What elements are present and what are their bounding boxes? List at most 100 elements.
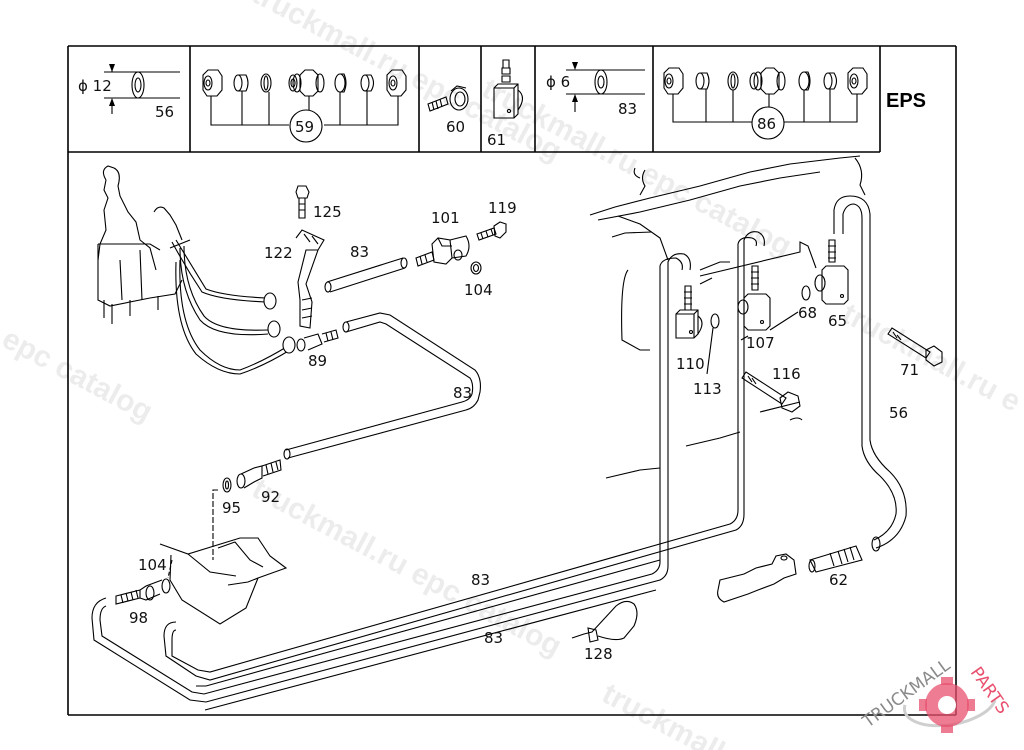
tube-end-icon bbox=[594, 69, 608, 95]
header-cell-fitting-set-59[interactable]: 59 bbox=[202, 69, 407, 143]
steering-valve-unit[interactable] bbox=[97, 165, 191, 324]
watermark-text: epc catalog bbox=[0, 322, 158, 429]
diameter-label: ϕ 12 bbox=[78, 77, 112, 95]
arrow-down-icon bbox=[109, 64, 115, 72]
part-number: 56 bbox=[155, 103, 174, 121]
header-cell-part-60[interactable]: 60 bbox=[427, 85, 469, 136]
ferrule-icon bbox=[233, 74, 249, 92]
arrow-up-icon bbox=[572, 94, 578, 102]
part-number: 59 bbox=[295, 118, 314, 136]
washer-113[interactable] bbox=[710, 313, 720, 329]
group-code: EPS bbox=[886, 90, 926, 112]
ring-icon bbox=[798, 71, 811, 91]
header-cell-part-61[interactable]: 61 bbox=[487, 59, 524, 149]
ring-icon bbox=[334, 73, 347, 93]
ring-icon bbox=[260, 73, 272, 93]
callout-83: 83 bbox=[471, 571, 490, 589]
part-number: 61 bbox=[487, 131, 506, 149]
tube-83-long-lower[interactable] bbox=[91, 231, 765, 711]
callout-65: 65 bbox=[828, 312, 847, 330]
callout-71: 71 bbox=[900, 361, 919, 379]
fitting-89[interactable] bbox=[296, 329, 339, 352]
callout-107: 107 bbox=[746, 334, 775, 352]
tube-83-short[interactable] bbox=[324, 257, 408, 293]
hex-nut-icon bbox=[202, 69, 223, 97]
callout-92: 92 bbox=[261, 488, 280, 506]
watermark-text: truckmall.ru e bbox=[837, 297, 1024, 419]
header-cell-tube-56[interactable]: ϕ 12 56 bbox=[78, 64, 180, 121]
washer-95[interactable] bbox=[222, 477, 232, 493]
fitting-101[interactable] bbox=[415, 235, 470, 267]
callout-125: 125 bbox=[313, 203, 342, 221]
engine-block-outline bbox=[589, 155, 866, 479]
callout-83: 83 bbox=[350, 243, 369, 261]
bolt-119[interactable] bbox=[476, 221, 507, 241]
part-number: 86 bbox=[757, 115, 776, 133]
callout-119: 119 bbox=[488, 199, 517, 217]
callout-122: 122 bbox=[264, 244, 293, 262]
hex-nut-icon bbox=[847, 67, 868, 95]
hex-nut-icon bbox=[663, 67, 684, 95]
watermark-text: truckmall.ru bbox=[597, 677, 764, 750]
fitting-98[interactable] bbox=[115, 578, 171, 605]
hydraulic-lines-left bbox=[171, 239, 296, 375]
fitting-92[interactable] bbox=[236, 459, 282, 489]
callout-circle bbox=[289, 109, 323, 143]
callout-83: 83 bbox=[453, 384, 472, 402]
ferrule-icon bbox=[695, 72, 710, 90]
hose-56[interactable] bbox=[833, 195, 907, 552]
arrow-up-icon bbox=[109, 98, 115, 106]
hose-nut-icon bbox=[263, 292, 277, 310]
truckmall-parts-logo: TRUCKMALL PARTS bbox=[858, 655, 1012, 733]
callout-101: 101 bbox=[431, 209, 460, 227]
ring-icon bbox=[727, 71, 739, 91]
fitting-62[interactable] bbox=[808, 545, 863, 573]
bracket-plate[interactable] bbox=[159, 537, 288, 625]
hex-nut-icon bbox=[386, 69, 407, 97]
callout-56: 56 bbox=[889, 404, 908, 422]
callout-104: 104 bbox=[138, 556, 167, 574]
hose-nut-icon bbox=[267, 320, 281, 338]
fitting-65[interactable] bbox=[814, 239, 849, 305]
callout-110: 110 bbox=[676, 355, 705, 373]
callout-128: 128 bbox=[584, 645, 613, 663]
tube-83-long-upper[interactable] bbox=[283, 312, 481, 460]
tube-end-icon bbox=[131, 71, 145, 99]
callout-circle bbox=[751, 106, 785, 140]
bolt-125[interactable] bbox=[295, 185, 310, 219]
fitting-110[interactable] bbox=[675, 285, 703, 339]
part-number: 60 bbox=[446, 118, 465, 136]
bracket-122[interactable] bbox=[295, 229, 325, 329]
callout-95: 95 bbox=[222, 499, 241, 517]
callout-113: 113 bbox=[693, 380, 722, 398]
ferrule-icon bbox=[823, 72, 838, 90]
header-cell-tube-83[interactable]: ϕ 6 83 bbox=[546, 62, 645, 118]
header-cell-fitting-set-86[interactable]: 86 bbox=[663, 67, 868, 140]
union-fitting-icon bbox=[749, 67, 786, 95]
washer-68[interactable] bbox=[801, 285, 811, 301]
cable-tie-128[interactable] bbox=[571, 600, 638, 643]
callout-83: 83 bbox=[484, 629, 503, 647]
part-number: 83 bbox=[618, 100, 637, 118]
pump-housing[interactable] bbox=[717, 553, 797, 603]
mounting-bracket bbox=[699, 241, 817, 277]
ferrule-icon bbox=[360, 74, 375, 92]
callout-68: 68 bbox=[798, 304, 817, 322]
fitting-107[interactable] bbox=[737, 265, 771, 331]
banjo-fitting-icon bbox=[427, 85, 469, 112]
diameter-label: ϕ 6 bbox=[546, 73, 570, 91]
union-fitting-icon bbox=[288, 69, 325, 97]
callout-62: 62 bbox=[829, 571, 848, 589]
callout-98: 98 bbox=[129, 609, 148, 627]
bolt-116[interactable] bbox=[741, 371, 801, 413]
callout-89: 89 bbox=[308, 352, 327, 370]
washer-104[interactable] bbox=[470, 261, 482, 275]
watermark-text: truckmall.ru epc catalog bbox=[247, 472, 567, 663]
bolt-71[interactable] bbox=[887, 327, 943, 367]
arrow-down-icon bbox=[572, 62, 578, 70]
valve-block-icon bbox=[493, 59, 524, 119]
hose-nut-icon bbox=[282, 336, 296, 354]
callout-104: 104 bbox=[464, 281, 493, 299]
callout-116: 116 bbox=[772, 365, 801, 383]
